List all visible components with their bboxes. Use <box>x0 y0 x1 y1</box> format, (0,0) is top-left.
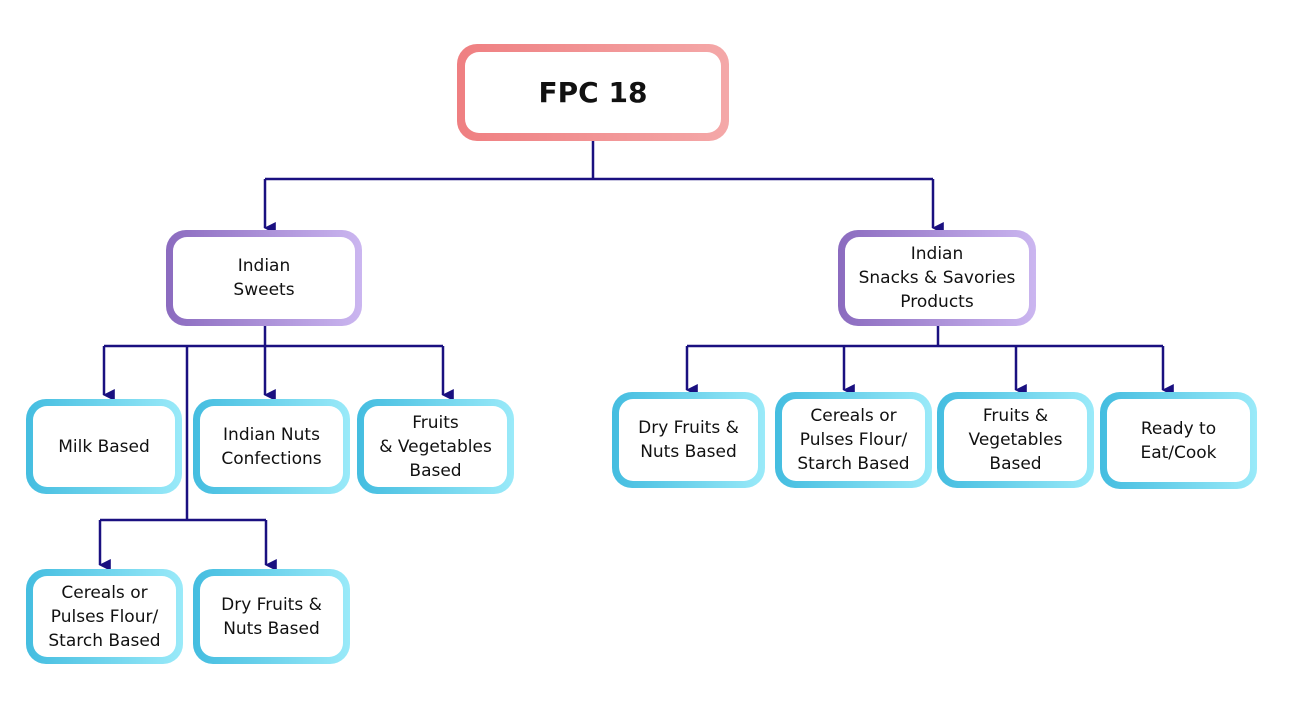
node-label: Cereals or Pulses Flour/ Starch Based <box>797 406 910 474</box>
node-snacks-fruits-vegetables: Fruits & Vegetables Based <box>937 392 1094 488</box>
node-label: Dry Fruits & Nuts Based <box>638 418 739 462</box>
node-sweets-fruits-vegetables: Fruits & Vegetables Based <box>357 399 514 494</box>
node-label: Cereals or Pulses Flour/ Starch Based <box>48 582 161 651</box>
node-snacks-cereals-pulses: Cereals or Pulses Flour/ Starch Based <box>775 392 932 488</box>
node-snacks-dry-fruits-nuts: Dry Fruits & Nuts Based <box>612 392 765 488</box>
node-root-fpc18: FPC 18 <box>457 44 729 141</box>
node-sweets-dry-fruits-nuts: Dry Fruits & Nuts Based <box>193 569 350 664</box>
node-sweets-milk-based: Milk Based <box>26 399 182 494</box>
node-label: Ready to Eat/Cook <box>1140 418 1217 463</box>
node-indian-snacks-savories: Indian Snacks & Savories Products <box>838 230 1036 326</box>
node-label: Fruits & Vegetables Based <box>379 412 492 481</box>
node-label: Fruits & Vegetables Based <box>968 406 1063 474</box>
node-sweets-nuts-confections: Indian Nuts Confections <box>193 399 350 494</box>
node-indian-sweets-label: Indian Sweets <box>233 256 295 300</box>
node-indian-snacks-label: Indian Snacks & Savories Products <box>858 244 1016 312</box>
node-label: Milk Based <box>58 436 150 457</box>
node-label: Indian Nuts Confections <box>221 424 322 469</box>
node-snacks-ready-to-eat-cook: Ready to Eat/Cook <box>1100 392 1257 489</box>
node-indian-sweets: Indian Sweets <box>166 230 362 326</box>
node-root-label: FPC 18 <box>538 75 648 109</box>
node-label: Dry Fruits & Nuts Based <box>221 594 322 639</box>
node-sweets-cereals-pulses: Cereals or Pulses Flour/ Starch Based <box>26 569 183 664</box>
